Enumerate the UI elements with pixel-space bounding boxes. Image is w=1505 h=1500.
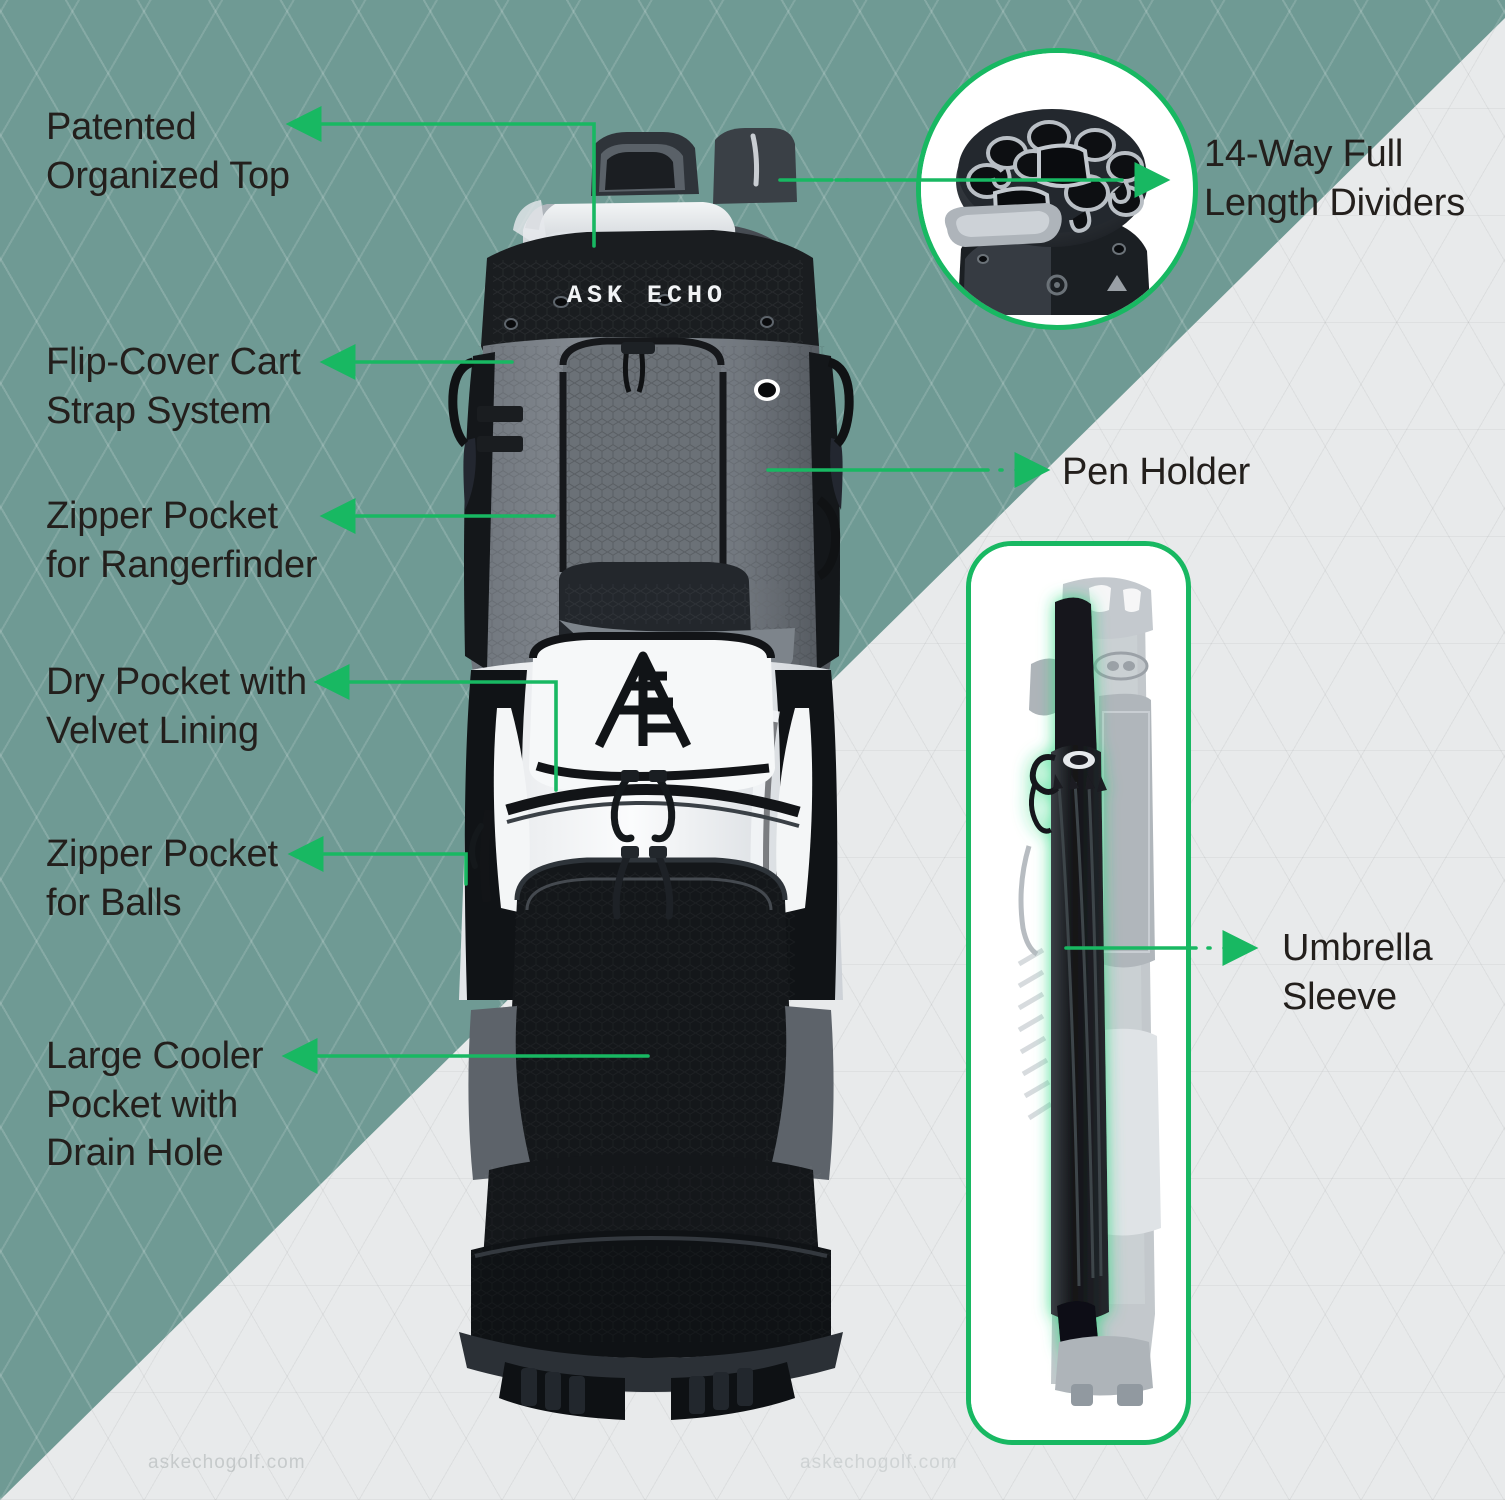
brand-monogram-shape	[594, 651, 692, 748]
label-zipper-pocket-for-balls: Zipper Pocket for Balls	[46, 833, 278, 924]
watermark-right: askechogolf.com	[800, 1452, 958, 1473]
label-patented-organized-top: Patented Organized Top	[46, 106, 290, 197]
svg-text:ASK ECHO: ASK ECHO	[567, 281, 727, 310]
label-umbrella-sleeve: Umbrella Sleeve	[1282, 927, 1433, 1018]
label-14-way-full-length-dividers: 14-Way Full Length Dividers	[1204, 133, 1466, 224]
brand-wordmark-shape: ASK ECHO	[567, 281, 727, 310]
label-pen-holder: Pen Holder	[1062, 451, 1251, 493]
label-zipper-pocket-for-rangerfinder: Zipper Pocket for Rangerfinder	[46, 495, 318, 586]
watermark-left: askechogolf.com	[148, 1452, 306, 1473]
inset-umbrella-side-view	[966, 541, 1191, 1445]
label-flip-cover-cart-strap-system: Flip-Cover Cart Strap System	[46, 341, 301, 432]
label-large-cooler-pocket-with-drain-hole: Large Cooler Pocket with Drain Hole	[46, 1035, 264, 1175]
inset-divider-top	[916, 48, 1198, 330]
label-dry-pocket-with-velvet-lining: Dry Pocket with Velvet Lining	[46, 661, 307, 752]
product-image-front-view: ASK ECHO	[415, 110, 885, 1420]
pen-holder-grommet-shape	[754, 379, 780, 401]
